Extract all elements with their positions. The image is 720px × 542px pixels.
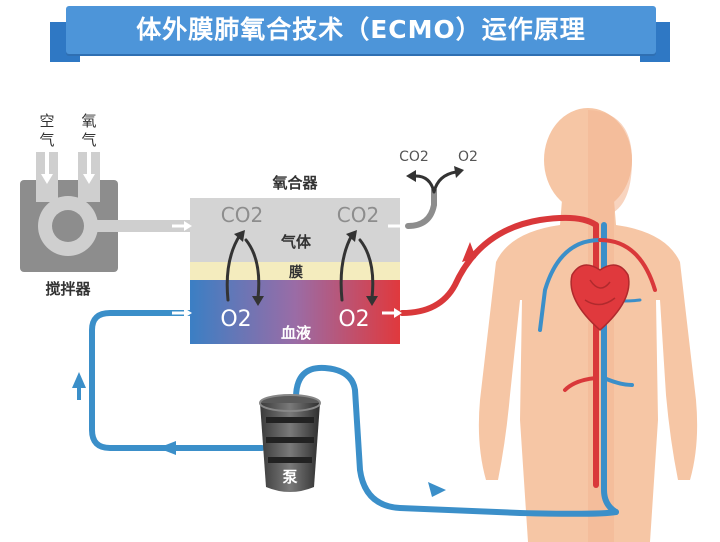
oxygenator-label: 氧合器 bbox=[271, 174, 318, 192]
page-title: 体外膜肺氧合技术（ECMO）运作原理 bbox=[136, 15, 586, 44]
oxygenator bbox=[172, 198, 408, 344]
exhaust-co2-label: CO2 bbox=[399, 149, 429, 165]
flow-arrow-return bbox=[428, 482, 446, 497]
exhaust-arrow-right bbox=[454, 166, 464, 178]
flow-arrow-up-shaft bbox=[77, 386, 81, 400]
mixer-label: 搅拌器 bbox=[45, 280, 91, 298]
blood-label: 血液 bbox=[281, 324, 312, 342]
arterial-arrow bbox=[462, 242, 476, 262]
pump bbox=[259, 394, 321, 492]
co2-left-label: CO2 bbox=[221, 203, 263, 227]
o2-left-label: O2 bbox=[220, 307, 251, 332]
exhaust-o2-label: O2 bbox=[458, 149, 478, 165]
title-banner bbox=[66, 6, 656, 54]
membrane-label: 膜 bbox=[289, 264, 303, 281]
gas-label: 气体 bbox=[280, 233, 312, 251]
oxygen-label-2: 气 bbox=[81, 131, 96, 149]
exhaust-split bbox=[412, 170, 458, 194]
heart bbox=[570, 264, 630, 332]
exchange-arrows bbox=[225, 233, 375, 302]
pump-label: 泵 bbox=[282, 468, 297, 486]
exchange-arrowheads bbox=[234, 230, 378, 306]
human-body bbox=[478, 108, 698, 542]
air-label-2: 气 bbox=[39, 131, 54, 149]
oxygen-label-1: 氧 bbox=[81, 112, 96, 130]
mixer bbox=[20, 150, 192, 272]
flow-arrow-up bbox=[72, 372, 86, 388]
exhaust-arrow-left bbox=[406, 170, 416, 182]
air-label-1: 空 bbox=[39, 112, 54, 130]
o2-right-label: O2 bbox=[338, 307, 369, 332]
co2-right-label: CO2 bbox=[337, 203, 379, 227]
arterial-line bbox=[399, 214, 599, 316]
venous-line bbox=[293, 364, 619, 517]
pump-outlet-line bbox=[89, 310, 265, 451]
flow-arrow-left bbox=[158, 441, 176, 455]
exhaust-line bbox=[405, 187, 437, 229]
